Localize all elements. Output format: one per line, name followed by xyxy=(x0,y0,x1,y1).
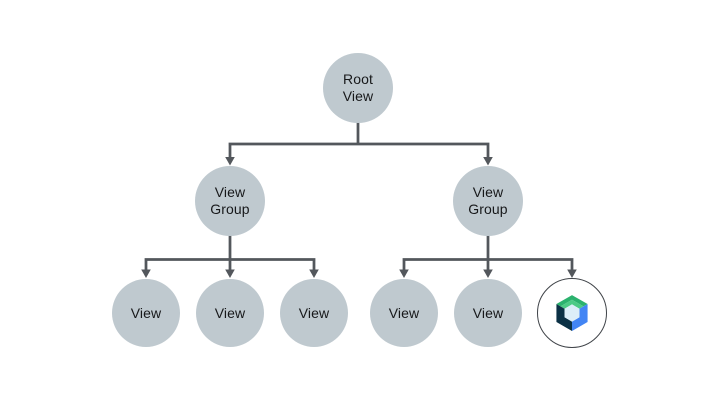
node-view-4-label: View xyxy=(388,304,420,321)
node-compose xyxy=(537,278,607,348)
node-view-1: View xyxy=(112,279,180,347)
node-view-2: View xyxy=(196,279,264,347)
node-view-5: View xyxy=(454,279,522,347)
node-view-3-label: View xyxy=(298,304,330,321)
node-view-2-label: View xyxy=(214,304,246,321)
node-view-group-left: View Group xyxy=(195,166,265,236)
node-view-1-label: View xyxy=(130,304,162,321)
node-view-group-right-label: View Group xyxy=(468,184,508,217)
node-view-group-left-label: View Group xyxy=(210,184,250,217)
jetpack-compose-icon xyxy=(556,295,588,331)
node-view-group-right: View Group xyxy=(453,166,523,236)
node-root-view-label: Root View xyxy=(342,71,374,104)
node-view-5-label: View xyxy=(472,304,504,321)
node-root-view: Root View xyxy=(323,53,393,123)
node-view-4: View xyxy=(370,279,438,347)
node-view-3: View xyxy=(280,279,348,347)
